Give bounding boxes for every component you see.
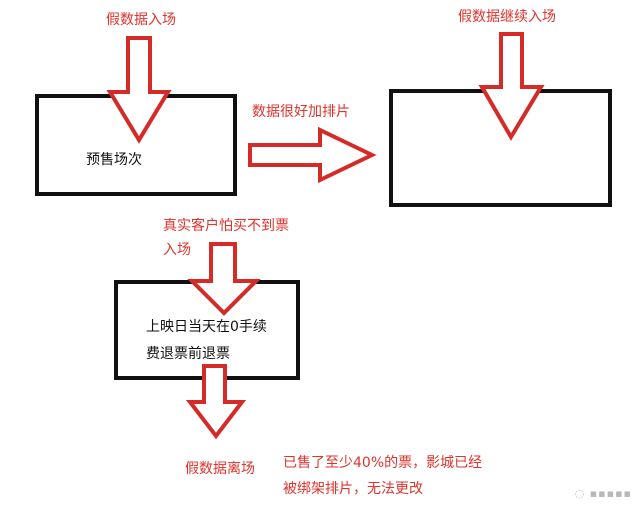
real-customers-label-line2: 入场 (163, 242, 191, 258)
fake-entry-down-arrow (106, 36, 172, 144)
fake-continue-down-arrow (478, 32, 545, 141)
fake-continue-entry-label: 假数据继续入场 (458, 9, 556, 25)
refund-label-line2: 费退票前退票 (146, 346, 230, 362)
note-label-line1: 已售了至少40%的票，影城已经 (283, 455, 483, 471)
fake-exit-down-arrow (185, 364, 247, 440)
fake-entry-label: 假数据入场 (106, 12, 176, 28)
fake-exit-label: 假数据离场 (185, 461, 255, 477)
note-label-line2: 被绑架排片，无法更改 (283, 481, 423, 497)
presale-sessions-label: 预售场次 (86, 152, 142, 168)
real-customer-down-arrow (187, 242, 261, 316)
refund-label-line1: 上映日当天在0手续 (146, 319, 267, 335)
add-shows-right-arrow (248, 126, 377, 184)
real-customers-label-line1: 真实客户怕买不到票 (163, 218, 289, 234)
watermark: ◌ ▪▪▪▪▪ (574, 487, 632, 500)
good-data-add-shows-label: 数据很好加排片 (252, 104, 350, 120)
